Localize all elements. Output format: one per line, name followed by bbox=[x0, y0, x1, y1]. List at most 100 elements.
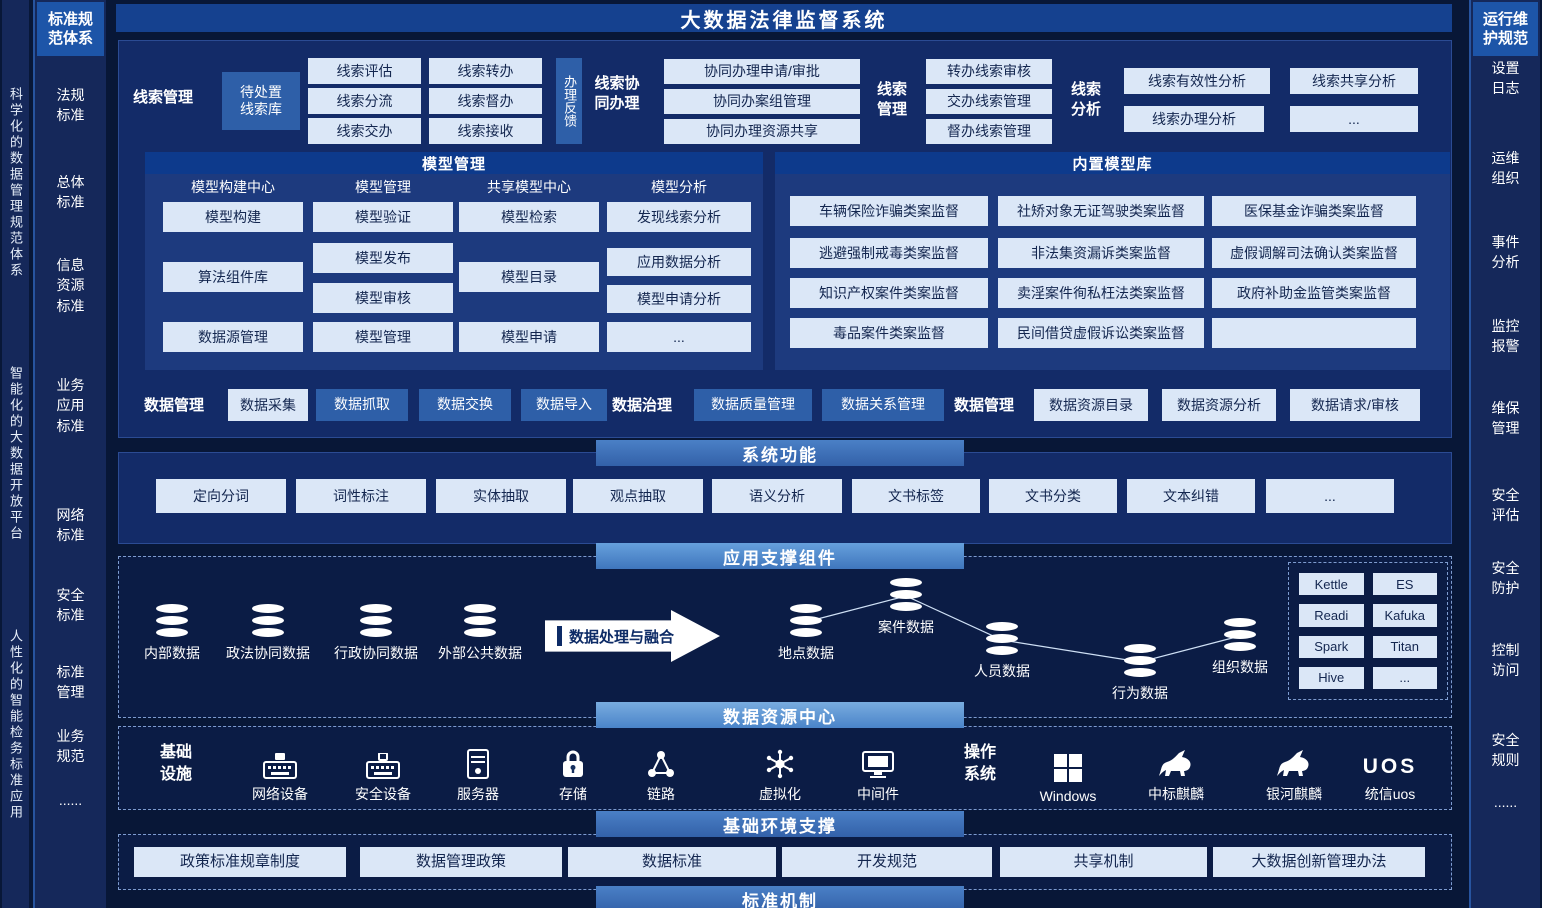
builtin-model-cell: 逃避强制戒毒类案监督 bbox=[790, 238, 988, 268]
function-button: 语义分析 bbox=[712, 479, 842, 513]
strip-phrase: 智能化的大数据开放平台 bbox=[8, 366, 23, 542]
target-database: 行为数据 bbox=[1092, 644, 1188, 703]
source-database: 政法协同数据 bbox=[213, 604, 323, 663]
standard-item: 业务应用标准 bbox=[56, 377, 85, 434]
system-functions-band: 系统功能 bbox=[596, 440, 964, 466]
infra-link: 链路 bbox=[616, 734, 706, 804]
kirin-horse-icon bbox=[1277, 750, 1309, 776]
data-mgmt-label: 数据管理 bbox=[144, 397, 205, 414]
tool-item: Spark bbox=[1299, 635, 1364, 658]
database-icon bbox=[986, 622, 1018, 655]
left-vertical-strip: 科学化的数据管理规范体系 智能化的大数据开放平台 人性化的智能检务标准应用 bbox=[2, 0, 29, 908]
operation-item: 维保管理 bbox=[1491, 400, 1520, 437]
model-item: 模型构建 bbox=[163, 202, 303, 232]
standard-mechanism-band: 标准机制 bbox=[596, 886, 964, 908]
model-column-title: 模型构建中心 bbox=[191, 179, 275, 195]
analysis-button: 线索办理分析 bbox=[1124, 106, 1264, 132]
app-support-band: 应用支撑组件 bbox=[596, 543, 964, 569]
policy-button: 共享机制 bbox=[1000, 847, 1207, 877]
infra-virtualization: 虚拟化 bbox=[735, 734, 825, 804]
builtin-model-cell: 非法集资漏诉类案监督 bbox=[998, 238, 1204, 268]
operation-item: 控制访问 bbox=[1491, 642, 1520, 679]
os-galaxy-kylin: 银河麒麟 bbox=[1246, 734, 1342, 804]
model-column-title: 模型管理 bbox=[355, 179, 411, 195]
page-title: 大数据法律监督系统 bbox=[116, 4, 1452, 32]
operation-item: 安全评估 bbox=[1491, 487, 1520, 524]
analysis-button: 线索有效性分析 bbox=[1124, 68, 1270, 94]
database-icon bbox=[464, 604, 496, 637]
storage-lock-icon bbox=[563, 750, 583, 777]
standard-item: 网络标准 bbox=[56, 507, 85, 544]
operation-item: 安全规则 bbox=[1491, 732, 1520, 769]
link-nodes-icon bbox=[648, 751, 674, 777]
data-item: 数据质量管理 bbox=[694, 389, 812, 421]
standard-item: 信息资源标准 bbox=[56, 257, 85, 314]
feedback-box: 办理反馈 bbox=[556, 58, 582, 144]
manage-button: 交办线索管理 bbox=[926, 89, 1052, 114]
target-database: 地点数据 bbox=[758, 604, 854, 663]
target-database: 组织数据 bbox=[1192, 618, 1288, 677]
model-item: 模型验证 bbox=[313, 202, 453, 232]
manage-button: 转办线索审核 bbox=[926, 59, 1052, 84]
analysis-button: ... bbox=[1290, 106, 1418, 132]
model-item: 模型目录 bbox=[459, 262, 599, 292]
target-database: 人员数据 bbox=[954, 622, 1050, 681]
standard-item: 标准管理 bbox=[56, 664, 85, 701]
model-panel-header: 模型管理 bbox=[145, 152, 763, 174]
policy-button: 数据管理政策 bbox=[360, 847, 562, 877]
policy-button: 大数据创新管理办法 bbox=[1213, 847, 1425, 877]
builtin-model-cell: 社矫对象无证驾驶类案监督 bbox=[998, 196, 1204, 226]
operation-item: 监控报警 bbox=[1491, 318, 1520, 355]
database-icon bbox=[156, 604, 188, 637]
model-column-title: 共享模型中心 bbox=[487, 179, 571, 195]
tool-item: Readi bbox=[1299, 604, 1364, 627]
database-icon bbox=[1224, 618, 1256, 651]
tool-item: Kafuka bbox=[1372, 604, 1437, 627]
clue-analysis-label: 线索分析 bbox=[1070, 81, 1101, 119]
builtin-model-cell: 医保基金诈骗类案监督 bbox=[1212, 196, 1416, 226]
infrastructure-label: 基础设施 bbox=[159, 744, 192, 783]
infra-network-device: 网络设备 bbox=[235, 734, 325, 804]
clue-manage-label: 线索管理 bbox=[876, 81, 907, 119]
secure-keyboard-icon bbox=[366, 753, 400, 779]
tool-item: Kettle bbox=[1299, 573, 1364, 596]
server-icon bbox=[467, 749, 489, 779]
collab-button: 协同办理资源共享 bbox=[664, 119, 860, 144]
data-item: 数据导入 bbox=[521, 389, 607, 421]
source-database: 内部数据 bbox=[127, 604, 217, 663]
clue-button: 线索分流 bbox=[308, 88, 421, 114]
operation-item: ...... bbox=[1493, 794, 1518, 810]
keyboard-icon bbox=[263, 753, 297, 779]
standard-item: 总体标准 bbox=[56, 174, 85, 211]
collab-button: 协同办理申请/审批 bbox=[664, 59, 860, 84]
windows-logo-icon bbox=[1054, 754, 1082, 782]
pending-clue-box: 待处置线索库 bbox=[222, 72, 300, 130]
kirin-horse-icon bbox=[1159, 750, 1191, 776]
tool-item: ES bbox=[1372, 573, 1437, 596]
standard-item: 安全标准 bbox=[56, 587, 85, 624]
operation-item: 安全防护 bbox=[1491, 560, 1520, 597]
data-item: 数据采集 bbox=[228, 389, 308, 421]
sidebar-operations: 运行维护规范 设置日志 运维组织 事件分析 监控报警 维保管理 安全评估 安全防… bbox=[1469, 0, 1540, 908]
database-icon bbox=[252, 604, 284, 637]
function-button: 文书标签 bbox=[852, 479, 980, 513]
function-button: 文书分类 bbox=[989, 479, 1117, 513]
policy-button: 开发规范 bbox=[782, 847, 992, 877]
operation-item: 事件分析 bbox=[1491, 234, 1520, 271]
model-item: ... bbox=[607, 322, 751, 352]
tool-item: ... bbox=[1372, 666, 1437, 689]
builtin-model-header: 内置模型库 bbox=[775, 152, 1450, 174]
policy-button: 政策标准规章制度 bbox=[134, 847, 346, 877]
model-item: 模型审核 bbox=[313, 283, 453, 313]
tool-item: Titan bbox=[1372, 635, 1437, 658]
sidebar-operations-header: 运行维护规范 bbox=[1473, 2, 1538, 56]
base-env-band: 基础环境支撑 bbox=[596, 811, 964, 837]
clue-collab-label: 线索协同办理 bbox=[594, 75, 640, 113]
infra-storage: 存储 bbox=[528, 734, 618, 804]
model-item: 应用数据分析 bbox=[607, 248, 751, 276]
data-governance-label: 数据治理 bbox=[612, 397, 673, 414]
standard-item: 业务规范 bbox=[56, 728, 85, 765]
target-database: 案件数据 bbox=[858, 578, 954, 637]
virtualization-hub-icon bbox=[766, 749, 794, 779]
